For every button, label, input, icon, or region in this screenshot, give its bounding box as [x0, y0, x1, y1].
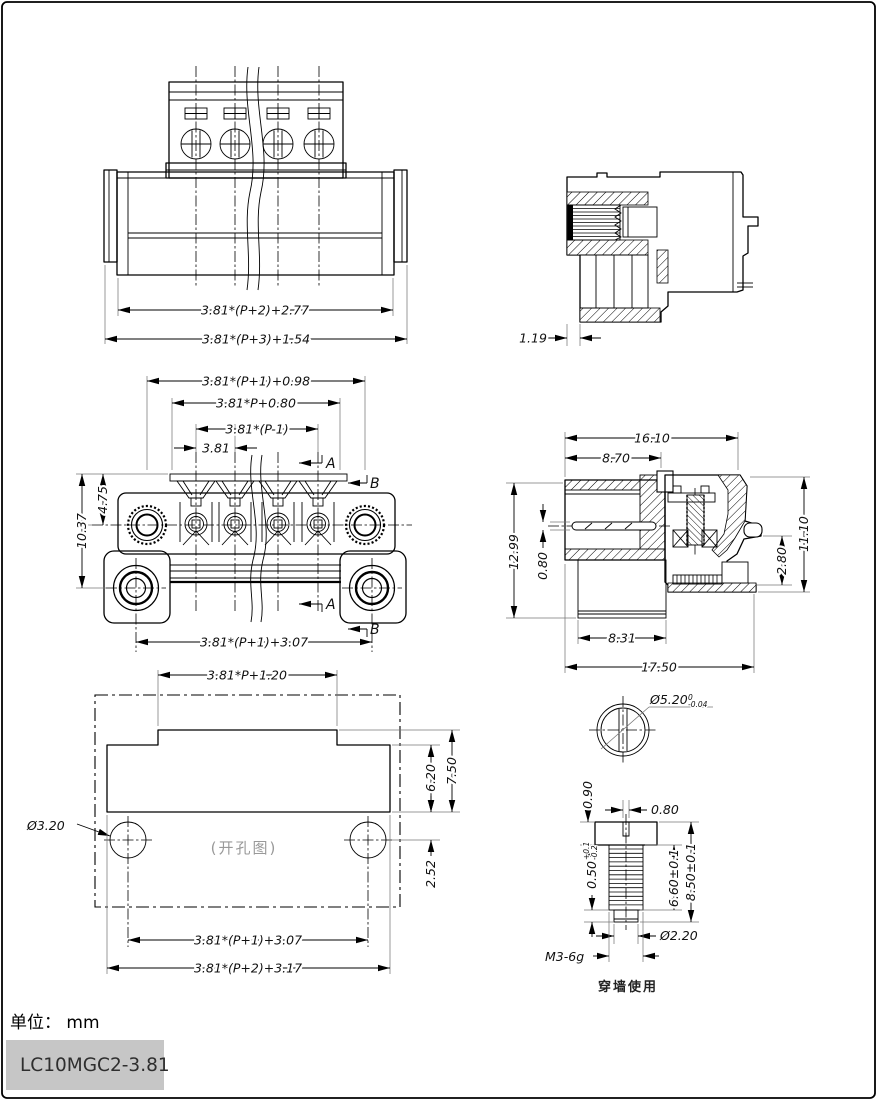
dim-label: 0.80: [535, 552, 550, 580]
dim-label: 2.52: [423, 860, 438, 888]
view-mid-side: 16.10 8.70 12.99 0.80 11.10 2.80 8.31: [504, 428, 814, 677]
hole-layout-dimensions: Ø3.20 3.81*P+1.20 6.20 7.50 2.52 3.81*(P…: [24, 665, 462, 978]
dim-label: 3.81*(P+1)+0.98: [202, 374, 310, 389]
dim-label: Ø3.20: [26, 818, 65, 833]
mid-front-dimensions: 3.81*(P+1)+0.98 3.81*P+0.80 3.81*(P-1) 3…: [72, 371, 372, 652]
section-label-b: B: [370, 622, 380, 638]
screw-top-geometry: [589, 696, 713, 764]
mid-side-geometry: [548, 470, 763, 619]
screw-side-geometry: [594, 814, 658, 930]
screw-dimensions: 0.90 0.80 0.50 +0.1 -0.2 6.60±0.1 8.50±0…: [543, 779, 701, 966]
tolerance-lower: -0.2: [590, 845, 599, 860]
part-number: LC10MGC2-3.81: [20, 1055, 170, 1076]
section-label-b: B: [370, 476, 380, 492]
section-marks: A B A B: [299, 455, 380, 638]
dim-label: 1.19: [519, 331, 547, 346]
dim-label: Ø5.20: [649, 692, 688, 707]
dim-label: 7.50: [444, 757, 459, 785]
tolerance-upper: +0.1: [582, 842, 591, 860]
tolerance-upper: 0: [688, 693, 693, 702]
view-top-front: 3.81*(P+2)+2.77 3.81*(P+3)+1.54: [103, 66, 408, 349]
thread-spec-label: M3-6g: [545, 949, 584, 964]
dim-label: 3.81*P+1.20: [207, 668, 287, 683]
dim-label: 3.81: [202, 441, 230, 456]
dim-label: 12.99: [506, 534, 521, 570]
dim-label: Ø2.20: [659, 928, 698, 943]
tolerance-lower: -0.04: [688, 700, 708, 709]
footer: 单位： mm LC10MGC2-3.81: [6, 1013, 170, 1090]
section-label-a: A: [325, 597, 336, 613]
dim-label: 8.70: [602, 451, 630, 466]
view-hole-layout: (开孔图) Ø3.20 3.81*P+1.20 6.20 7.50 2.52 3…: [24, 665, 462, 978]
dim-label: 3.81*(P+2)+2.77: [201, 303, 309, 318]
dim-label: 6.20: [423, 764, 438, 792]
top-front-geometry: [103, 66, 408, 291]
mid-front-centerlines: [92, 452, 412, 652]
dim-label: 4.75: [95, 486, 110, 514]
dim-label: 17.50: [641, 660, 677, 675]
dim-label: 11.10: [796, 516, 811, 552]
section-label-a: A: [325, 456, 336, 472]
dim-label: 0.90: [580, 781, 595, 809]
part-number-box: [6, 1040, 164, 1090]
dim-label: 6.60±0.1: [666, 849, 681, 907]
dim-label: 3.81*(P-1): [225, 422, 288, 437]
dim-label: 2.80: [774, 547, 789, 575]
top-side-geometry: [566, 171, 759, 323]
mid-side-dimensions: 16.10 8.70 12.99 0.80 11.10 2.80 8.31: [504, 428, 814, 677]
dim-label: 3.81*P+0.80: [216, 396, 296, 411]
dim-label: 16.10: [634, 431, 670, 446]
dim-label: 10.37: [74, 513, 89, 549]
dim-label: 3.81*(P+2)+3.17: [194, 961, 302, 976]
dim-label: 0.50: [584, 861, 599, 889]
unit-label: 单位： mm: [10, 1013, 100, 1033]
screw-caption: 穿墙使用: [598, 979, 658, 995]
top-front-dimensions: 3.81*(P+2)+2.77 3.81*(P+3)+1.54: [104, 265, 408, 349]
dim-label: 3.81*(P+1)+3.07: [194, 933, 302, 948]
dim-label: 8.31: [608, 631, 636, 646]
view-top-side: 1.19: [517, 171, 759, 348]
view-screw-detail: Ø5.20 0 -0.04 0.90: [543, 690, 713, 995]
dim-label: 8.50±0.1: [683, 843, 698, 901]
view-caption: (开孔图): [211, 839, 278, 857]
hole-layout-geometry: [104, 729, 392, 947]
top-side-dimensions: 1.19: [517, 324, 601, 348]
dim-label: 3.81*(P+1)+3.07: [200, 635, 308, 650]
panel-outline: [94, 694, 401, 908]
mid-front-geometry: [103, 454, 407, 624]
dim-label: 0.80: [651, 802, 679, 817]
view-mid-front: 3.81*(P+1)+0.98 3.81*P+0.80 3.81*(P-1) 3…: [72, 371, 412, 652]
dim-label: 3.81*(P+3)+1.54: [202, 332, 310, 347]
